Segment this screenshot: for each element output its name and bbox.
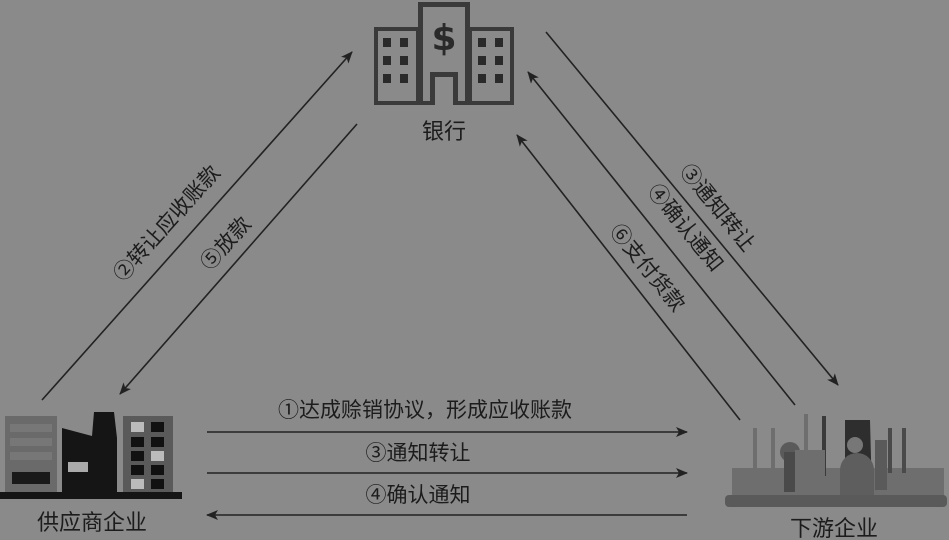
industrial-plant-icon (725, 414, 947, 507)
arrow-bank-to-supplier (119, 123, 358, 395)
edge-label-confirm-supplier: ④确认通知 (366, 483, 471, 507)
edge-label-agreement: ①达成赊销协议，形成应收账款 (278, 398, 572, 422)
arrow-downstream-to-bank-confirm (527, 71, 796, 406)
bank-icon: $ (374, 2, 514, 105)
arrow-supplier-to-bank (41, 51, 353, 401)
supplier-label: 供应商企业 (37, 511, 147, 536)
factory-icon (0, 412, 182, 499)
bank-label: 银行 (422, 120, 466, 145)
arrow-downstream-to-bank-pay (516, 134, 741, 421)
svg-text:$: $ (431, 18, 456, 59)
edge-label-notify-downstream: ③通知转让 (366, 441, 471, 465)
arrow-bank-to-downstream (545, 31, 839, 386)
edge-label-loan: ⑤放款 (196, 212, 256, 275)
downstream-label: 下游企业 (790, 517, 878, 540)
